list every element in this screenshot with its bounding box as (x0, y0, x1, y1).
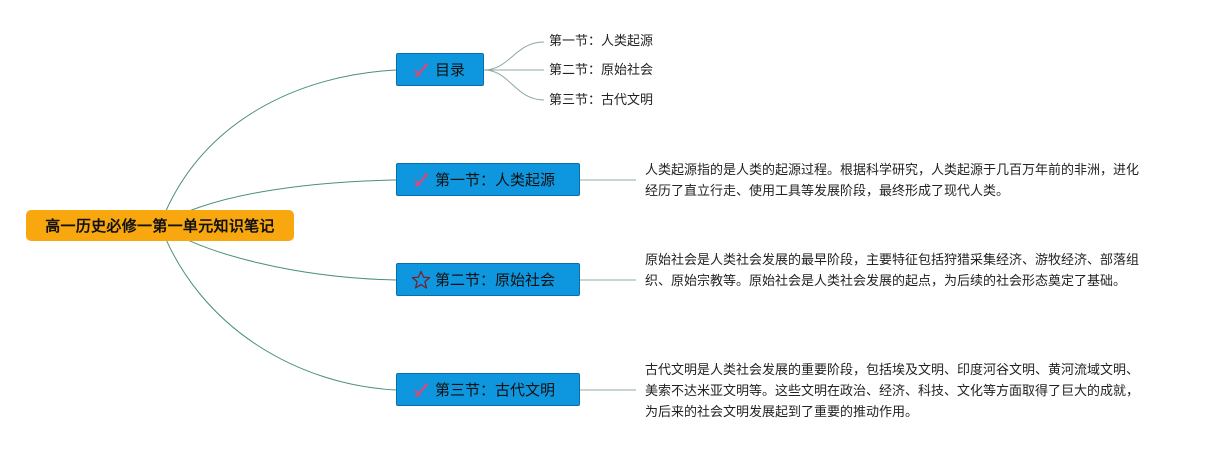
section-3-description: 古代文明是人类社会发展的重要阶段，包括埃及文明、印度河谷文明、黄河流域文明、美索… (645, 363, 1140, 420)
branch-section-1[interactable]: 第一节：人类起源 (396, 163, 580, 196)
branch-section-3-label: 第三节：古代文明 (435, 381, 556, 399)
branch-toc[interactable]: 目录 (396, 53, 484, 86)
section-2-description: 原始社会是人类社会发展的最早阶段，主要特征包括狩猎采集经济、游牧经济、部落组织、… (645, 253, 1140, 289)
toc-item-1[interactable]: 第一节：人类起源 (549, 34, 654, 49)
branch-toc-label: 目录 (435, 61, 466, 79)
star-outline-icon (411, 270, 431, 290)
toc-item-3[interactable]: 第三节：古代文明 (549, 93, 654, 108)
section-1-description: 人类起源指的是人类的起源过程。根据科学研究，人类起源于几百万年前的非洲，进化经历… (645, 163, 1140, 199)
branch-section-2-label: 第二节：原始社会 (435, 271, 556, 289)
branch-section-2[interactable]: 第二节：原始社会 (396, 263, 580, 296)
connector-toc-to-sub3 (483, 69, 545, 101)
branch-section-1-label: 第一节：人类起源 (435, 171, 556, 189)
toc-item-2[interactable]: 第二节：原始社会 (549, 63, 654, 78)
connector-root-to-section3 (159, 224, 397, 391)
root-topic[interactable]: 高一历史必修一第一单元知识笔记 (26, 210, 294, 241)
root-topic-label: 高一历史必修一第一单元知识笔记 (45, 217, 275, 235)
pencil-icon (411, 60, 431, 80)
branch-section-3[interactable]: 第三节：古代文明 (396, 373, 580, 406)
pencil-icon (411, 380, 431, 400)
pencil-icon (411, 170, 431, 190)
connector-root-to-toc (159, 69, 397, 226)
connector-toc-to-sub1 (483, 41, 545, 71)
